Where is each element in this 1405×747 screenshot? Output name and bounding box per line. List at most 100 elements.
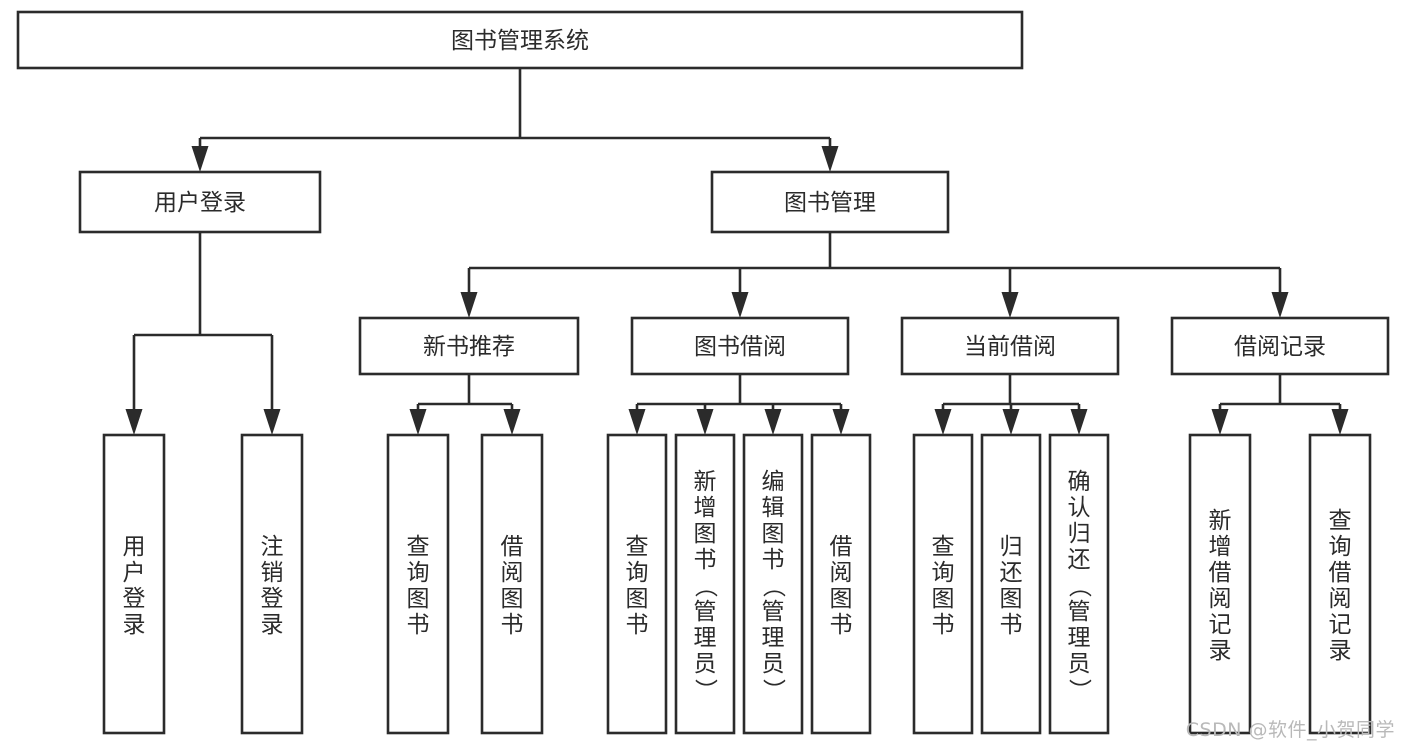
edge-arrowhead (460, 292, 478, 318)
node-label-char: 查 (1329, 508, 1352, 534)
node-label-char: 询 (1329, 534, 1352, 560)
node-label-char: 增 (1209, 534, 1232, 560)
edge-arrowhead (934, 409, 952, 435)
node-label-char: 图 (762, 521, 785, 547)
node-label-char: 增 (694, 495, 717, 521)
node-box (1188, 433, 1252, 735)
node-label-char: 辑 (762, 495, 785, 521)
node-label-char: 书 (626, 612, 649, 638)
node-label-char: 书 (694, 547, 717, 573)
node-label-char: 理 (762, 625, 785, 651)
node-label: 当前借阅 (964, 334, 1056, 360)
node-label-char: 阅 (830, 560, 853, 586)
edge-arrowhead (191, 146, 209, 172)
node-label-char: 查 (626, 534, 649, 560)
node-l3-current-borrow[interactable]: 当前借阅 (900, 316, 1120, 376)
node-label-char: 阅 (501, 560, 524, 586)
node-label-char: 录 (1329, 638, 1352, 664)
node-l3-new-book-rec[interactable]: 新书推荐 (358, 316, 580, 376)
node-label-char: 员 (1068, 651, 1091, 677)
node-box (16, 10, 1024, 70)
node-label-char: 录 (1209, 638, 1232, 664)
edge-arrowhead (731, 292, 749, 318)
node-label-char: 记 (1329, 612, 1352, 638)
edge-layer (125, 68, 1349, 435)
node-label-char: 户 (123, 560, 146, 586)
node-label-char: 书 (1000, 612, 1023, 638)
node-label-char: 查 (932, 534, 955, 560)
node-box (810, 433, 872, 735)
node-l3-book-borrow[interactable]: 图书借阅 (630, 316, 850, 376)
node-label-char: 查 (407, 534, 430, 560)
node-box (358, 316, 580, 376)
node-root[interactable]: 图书管理系统 (16, 10, 1024, 70)
node-label-char: 销 (261, 560, 284, 586)
node-box (1308, 433, 1372, 735)
node-label-char: 借 (1209, 560, 1232, 586)
node-box (240, 433, 304, 735)
node-label-char: 新 (694, 469, 717, 495)
node-label-char: 询 (932, 560, 955, 586)
node-box (742, 433, 804, 735)
node-leaf-user-login[interactable]: 用户登录 (102, 433, 166, 735)
node-label-char: 理 (694, 625, 717, 651)
node-label-char: 录 (261, 612, 284, 638)
edge-arrowhead (1271, 292, 1289, 318)
node-label-char: 还 (1000, 560, 1023, 586)
node-label-char: 阅 (1209, 586, 1232, 612)
node-box (102, 433, 166, 735)
node-label-char: 理 (1068, 625, 1091, 651)
node-label-char: 归 (1000, 534, 1023, 560)
node-label-char: 员 (762, 651, 785, 677)
node-label-char: 录 (123, 612, 146, 638)
node-label-char: 管 (694, 599, 717, 625)
edge-arrowhead (764, 409, 782, 435)
node-box (1048, 433, 1110, 735)
node-label-char: 新 (1209, 508, 1232, 534)
node-label-char: （ (692, 575, 718, 598)
node-label-char: 询 (626, 560, 649, 586)
edge-arrowhead (696, 409, 714, 435)
node-label-char: 登 (261, 586, 284, 612)
node-l3-borrow-record[interactable]: 借阅记录 (1170, 316, 1390, 376)
node-box (1170, 316, 1390, 376)
node-box (630, 316, 850, 376)
node-label-char: 确 (1068, 469, 1091, 495)
node-label-char: 书 (762, 547, 785, 573)
node-label-char: 借 (1329, 560, 1352, 586)
node-label-char: 图 (501, 586, 524, 612)
node-label-char: 书 (407, 612, 430, 638)
node-box (912, 433, 974, 735)
node-label-char: 还 (1068, 547, 1091, 573)
node-label-char: （ (1066, 575, 1092, 598)
node-l2-user-login[interactable]: 用户登录 (78, 170, 322, 234)
edge-arrowhead (1070, 409, 1088, 435)
node-label-char: 图 (626, 586, 649, 612)
node-label-char: 图 (932, 586, 955, 612)
edge-arrowhead (628, 409, 646, 435)
node-l2-book-mgmt[interactable]: 图书管理 (710, 170, 950, 234)
node-label-char: 注 (261, 534, 284, 560)
node-label-char: 书 (932, 612, 955, 638)
node-label-char: 员 (694, 651, 717, 677)
node-label-char: 借 (501, 534, 524, 560)
edge-arrowhead (1211, 409, 1229, 435)
node-label-char: 书 (830, 612, 853, 638)
node-label-char: ） (692, 679, 718, 702)
node-box (980, 433, 1042, 735)
node-label-char: 认 (1068, 495, 1091, 521)
node-box (710, 170, 950, 234)
